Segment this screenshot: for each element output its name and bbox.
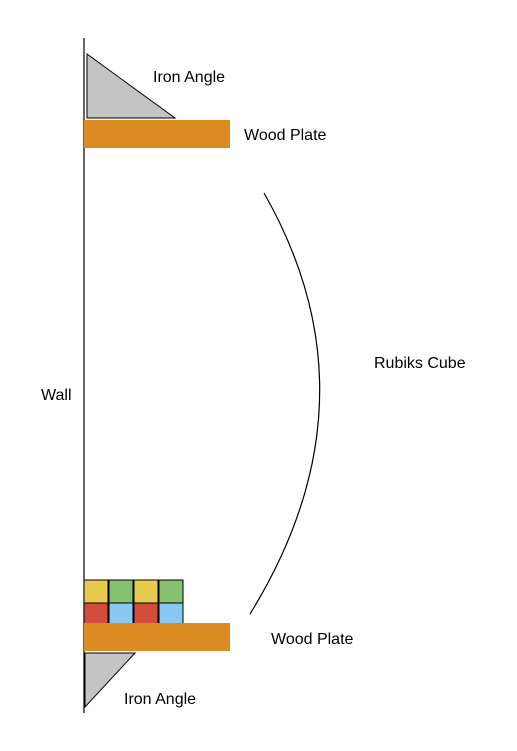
- iron-angle-bottom-label: Iron Angle: [124, 691, 196, 708]
- wood-plate-top: [84, 120, 230, 148]
- cube-cell-blue: [108, 602, 134, 627]
- rubiks-cube-arc: [249, 192, 321, 615]
- iron-angle-bottom: [84, 652, 137, 709]
- iron-angle-top: [86, 53, 177, 119]
- iron-angle-top-label: Iron Angle: [153, 69, 225, 86]
- cube-cell-red: [83, 602, 109, 627]
- wood-plate-bottom-label: Wood Plate: [271, 631, 354, 648]
- cube-cell-yellow: [83, 579, 109, 604]
- wood-plate-top-label: Wood Plate: [244, 127, 327, 144]
- cube-cell-green: [108, 579, 134, 604]
- cube-cell-yellow: [133, 579, 159, 604]
- wall-label: Wall: [41, 387, 72, 404]
- cube-cell-green: [158, 579, 184, 604]
- cube-cell-red: [133, 602, 159, 627]
- rubiks-cube-label: Rubiks Cube: [374, 355, 466, 372]
- cube-cell-blue: [158, 602, 184, 627]
- wood-plate-bottom: [84, 623, 230, 651]
- cube-grid: [83, 579, 184, 627]
